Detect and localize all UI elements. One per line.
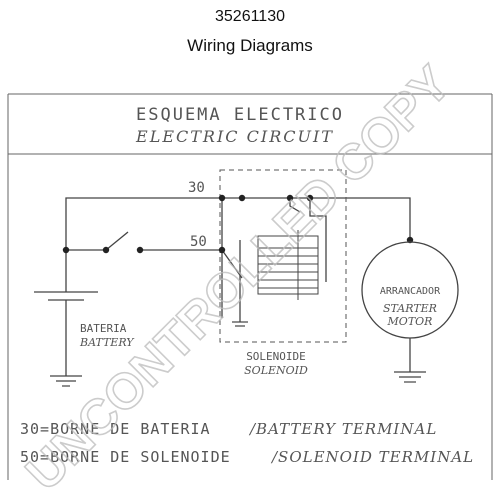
legend-50-en: /SOLENOID TERMINAL [270, 448, 474, 466]
title-en: ELECTRIC CIRCUIT [135, 127, 334, 146]
solenoid-ground-icon [232, 321, 248, 327]
legend-30-es: 30=BORNE DE BATERIA [20, 420, 211, 438]
part-number: 35261130 [215, 8, 285, 25]
battery-ground-icon [50, 375, 82, 387]
solenoid-label-es: SOLENOIDE [246, 350, 306, 363]
terminal-30-label: 30 [188, 180, 205, 196]
terminal-50-label: 50 [190, 234, 207, 250]
diagram-frame [7, 93, 493, 480]
battery-label-es: BATERIA [80, 322, 127, 335]
starter-label-es: ARRANCADOR [380, 286, 441, 297]
starter-label-en-1: STARTER [383, 302, 437, 315]
starter-label-en-2: MOTOR [387, 315, 433, 328]
solenoid-box [219, 169, 347, 343]
junction-dots [62, 194, 414, 254]
battery-label-en: BATTERY [79, 336, 135, 349]
battery-icon [34, 291, 98, 376]
title-es: ESQUEMA ELECTRICO [136, 105, 344, 125]
solenoid-label-en: SOLENOID [244, 364, 308, 377]
legend-30-en: /BATTERY TERMINAL [248, 420, 437, 438]
page-subtitle: Wiring Diagrams [187, 36, 313, 55]
legend-50-es: 50=BORNE DE SOLENOIDE [20, 448, 231, 466]
starter-ground-icon [394, 371, 426, 383]
wiring-lines [65, 197, 411, 372]
solenoid-coil [257, 230, 319, 300]
starter-motor-icon [361, 241, 459, 339]
